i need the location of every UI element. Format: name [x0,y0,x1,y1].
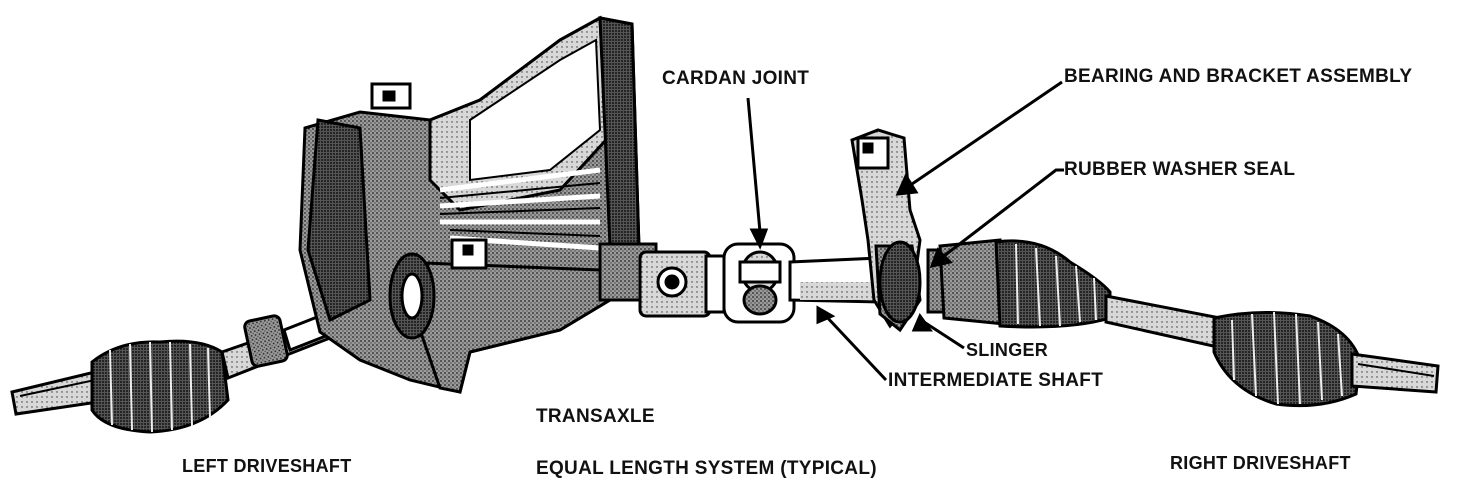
cardan-joint-arrow [749,228,769,250]
right-driveshaft [926,238,1440,408]
transaxle-label: TRANSAXLE [536,406,655,427]
left-driveshaft [10,310,338,434]
slinger-arrow [911,312,933,332]
slinger-label: SLINGER [966,340,1049,360]
intermediate-shaft-label: INTERMEDIATE SHAFT [888,370,1104,391]
left-driveshaft-label: LEFT DRIVESHAFT [182,456,352,476]
bearing-bracket-arrow [895,172,919,196]
cardan-joint [722,242,796,324]
right-driveshaft-label: RIGHT DRIVESHAFT [1170,453,1351,473]
transaxle [298,15,726,394]
bearing-bracket-assembly [850,128,922,333]
leader-lines [746,80,1064,382]
rubber-washer-seal-label: RUBBER WASHER SEAL [1064,159,1296,180]
intermediate-shaft [788,256,882,304]
intermediate-shaft-arrow [816,305,836,325]
cardan-joint-label: CARDAN JOINT [662,68,810,89]
rubber-washer-seal-arrow [929,247,953,269]
diagram-caption: EQUAL LENGTH SYSTEM (TYPICAL) [536,458,877,479]
bearing-bracket-label: BEARING AND BRACKET ASSEMBLY [1064,66,1413,87]
